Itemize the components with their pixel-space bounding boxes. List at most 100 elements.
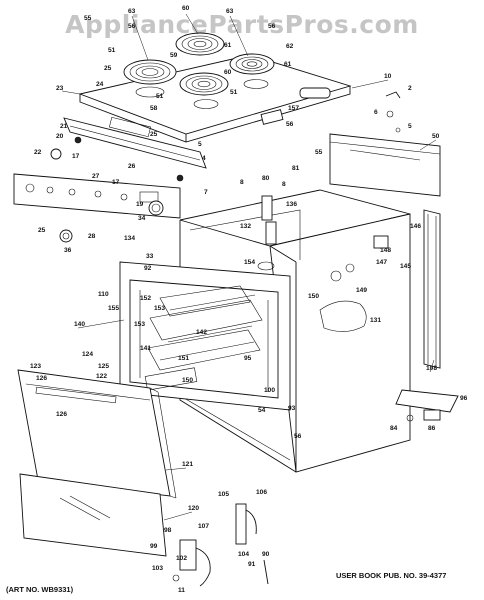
callout-label: 63 bbox=[226, 8, 234, 15]
callout-label: 126 bbox=[56, 411, 67, 418]
callout-label: 61 bbox=[224, 42, 232, 49]
callout-label: 54 bbox=[258, 407, 266, 414]
callout-label: 56 bbox=[128, 23, 136, 30]
callout-label: 152 bbox=[140, 295, 151, 302]
art-number: (ART NO. WB9331) bbox=[6, 585, 74, 594]
callout-label: 51 bbox=[156, 93, 164, 100]
callout-label: 56 bbox=[268, 23, 276, 30]
callout-label: 25 bbox=[150, 131, 158, 138]
callout-label: 2 bbox=[408, 85, 412, 92]
callout-label: 27 bbox=[92, 173, 100, 180]
cooktop bbox=[78, 54, 352, 143]
side-trim-rail bbox=[329, 133, 441, 197]
callout-label: 96 bbox=[460, 395, 468, 402]
callout-label: 4 bbox=[202, 155, 206, 162]
callout-label: 50 bbox=[432, 133, 440, 140]
callout-label: 34 bbox=[138, 215, 146, 222]
callout-label: 155 bbox=[108, 305, 119, 312]
callout-label: 103 bbox=[152, 565, 163, 572]
callout-label: 104 bbox=[238, 551, 249, 558]
callout-label: 150 bbox=[182, 377, 193, 384]
callout-label: 8 bbox=[282, 181, 286, 188]
callout-label: 132 bbox=[240, 223, 251, 230]
callout-label: 20 bbox=[56, 133, 64, 140]
callout-label: 149 bbox=[356, 287, 367, 294]
callout-label: 91 bbox=[248, 561, 256, 568]
side-insulation bbox=[423, 209, 441, 369]
callout-label: 93 bbox=[288, 405, 296, 412]
callout-label: 55 bbox=[84, 15, 92, 22]
range-body bbox=[179, 189, 411, 473]
callout-label: 23 bbox=[56, 85, 64, 92]
callout-label: 142 bbox=[196, 329, 207, 336]
leveling-bracket bbox=[395, 389, 459, 422]
callout-label: 150 bbox=[308, 293, 319, 300]
callout-label: 58 bbox=[150, 105, 158, 112]
callout-label: 131 bbox=[370, 317, 381, 324]
callout-label: 120 bbox=[188, 505, 199, 512]
callout-label: 121 bbox=[182, 461, 193, 468]
leader-lines bbox=[61, 13, 437, 521]
callout-label: 21 bbox=[60, 123, 68, 130]
user-book-number: USER BOOK PUB. NO. 39-4377 bbox=[336, 571, 447, 580]
oven-racks bbox=[144, 285, 263, 391]
callout-label: 80 bbox=[262, 175, 270, 182]
control-knobs bbox=[50, 148, 164, 243]
callout-label: 59 bbox=[170, 52, 178, 59]
callout-label: 153 bbox=[134, 321, 145, 328]
callout-label: 19 bbox=[136, 201, 144, 208]
control-strip bbox=[63, 116, 207, 182]
callout-label: 100 bbox=[264, 387, 275, 394]
burner-right-front bbox=[229, 53, 275, 75]
callout-label: 106 bbox=[256, 489, 267, 496]
callout-label: 102 bbox=[176, 555, 187, 562]
hardware-clips bbox=[260, 87, 401, 133]
callout-label: 136 bbox=[286, 201, 297, 208]
callout-label: 17 bbox=[112, 179, 120, 186]
callout-label: 17 bbox=[72, 153, 80, 160]
callout-label: 134 bbox=[124, 235, 135, 242]
callout-label: 7 bbox=[204, 189, 208, 196]
callout-label: 157 bbox=[288, 105, 299, 112]
callout-label: 33 bbox=[146, 253, 154, 260]
burner-left-rear bbox=[123, 59, 177, 85]
callout-label: 26 bbox=[128, 163, 136, 170]
callout-label: 123 bbox=[30, 363, 41, 370]
callout-label: 5 bbox=[408, 123, 412, 130]
callout-label: 145 bbox=[400, 263, 411, 270]
callout-label: 86 bbox=[428, 425, 436, 432]
burner-right-rear bbox=[175, 32, 225, 56]
callout-label: 122 bbox=[96, 373, 107, 380]
callout-label: 148 bbox=[380, 247, 391, 254]
callout-label: 151 bbox=[178, 355, 189, 362]
callout-label: 25 bbox=[38, 227, 46, 234]
callout-label: 61 bbox=[284, 61, 292, 68]
callout-label: 124 bbox=[82, 351, 93, 358]
callout-label: 51 bbox=[230, 89, 238, 96]
callout-label: 24 bbox=[96, 81, 104, 88]
callout-label: 140 bbox=[74, 321, 85, 328]
callout-label: 81 bbox=[292, 165, 300, 172]
callout-label: 141 bbox=[140, 345, 151, 352]
callout-label: 90 bbox=[262, 551, 270, 558]
callout-label: 60 bbox=[224, 69, 232, 76]
callout-label: 60 bbox=[182, 5, 190, 12]
callout-label: 153 bbox=[154, 305, 165, 312]
callout-label: 154 bbox=[244, 259, 255, 266]
callout-label: 62 bbox=[286, 43, 294, 50]
callout-label: 36 bbox=[64, 247, 72, 254]
surface-burner-elements bbox=[123, 32, 275, 109]
oven-elements bbox=[257, 195, 389, 282]
callout-label: 99 bbox=[150, 543, 158, 550]
burner-front-center bbox=[179, 72, 229, 96]
callout-label: 5 bbox=[198, 141, 202, 148]
callout-label: 92 bbox=[144, 265, 152, 272]
watermark: AppliancePartsPros.com bbox=[65, 10, 419, 39]
callout-label: 125 bbox=[98, 363, 109, 370]
callout-label: 25 bbox=[104, 65, 112, 72]
callout-label: 126 bbox=[36, 375, 47, 382]
callout-label: 95 bbox=[244, 355, 252, 362]
callout-label: 22 bbox=[34, 149, 42, 156]
